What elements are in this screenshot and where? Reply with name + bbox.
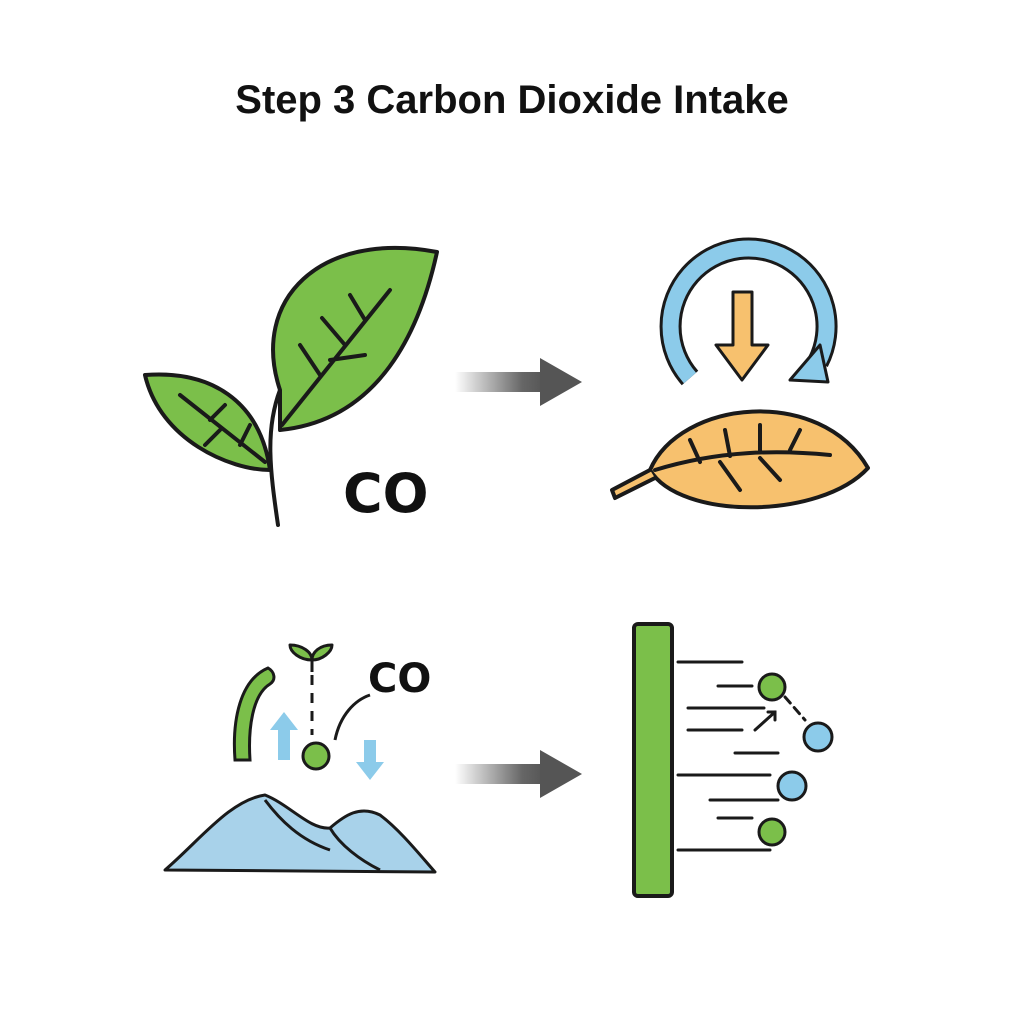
blue-molecule <box>802 721 834 753</box>
curved-stem-icon <box>232 666 276 762</box>
diagram-title: Step 3 Carbon Dioxide Intake <box>235 78 789 122</box>
mountains-icon <box>163 793 437 874</box>
diffusion-lines <box>676 660 807 852</box>
co-label-bottom: CO <box>368 656 431 702</box>
molecule-circles <box>757 672 834 847</box>
arrow-right-icon-bottom <box>455 750 582 798</box>
molecule-circle <box>301 741 331 771</box>
green-molecule <box>757 817 787 847</box>
curve-line <box>333 693 371 741</box>
membrane-bar-icon <box>632 622 674 898</box>
down-arrow-icon <box>714 290 770 382</box>
up-arrow-icon <box>270 712 298 760</box>
sprout-icon <box>288 643 334 735</box>
down-arrow-blue-icon <box>356 740 384 780</box>
green-leaves-icon <box>143 245 439 527</box>
cycle-arrows-icon <box>659 237 838 386</box>
green-molecule <box>757 672 787 702</box>
orange-leaf-icon <box>610 409 870 510</box>
arrow-right-icon-top <box>455 358 582 406</box>
co-label-top: CO <box>343 462 429 525</box>
blue-molecule <box>776 770 808 802</box>
